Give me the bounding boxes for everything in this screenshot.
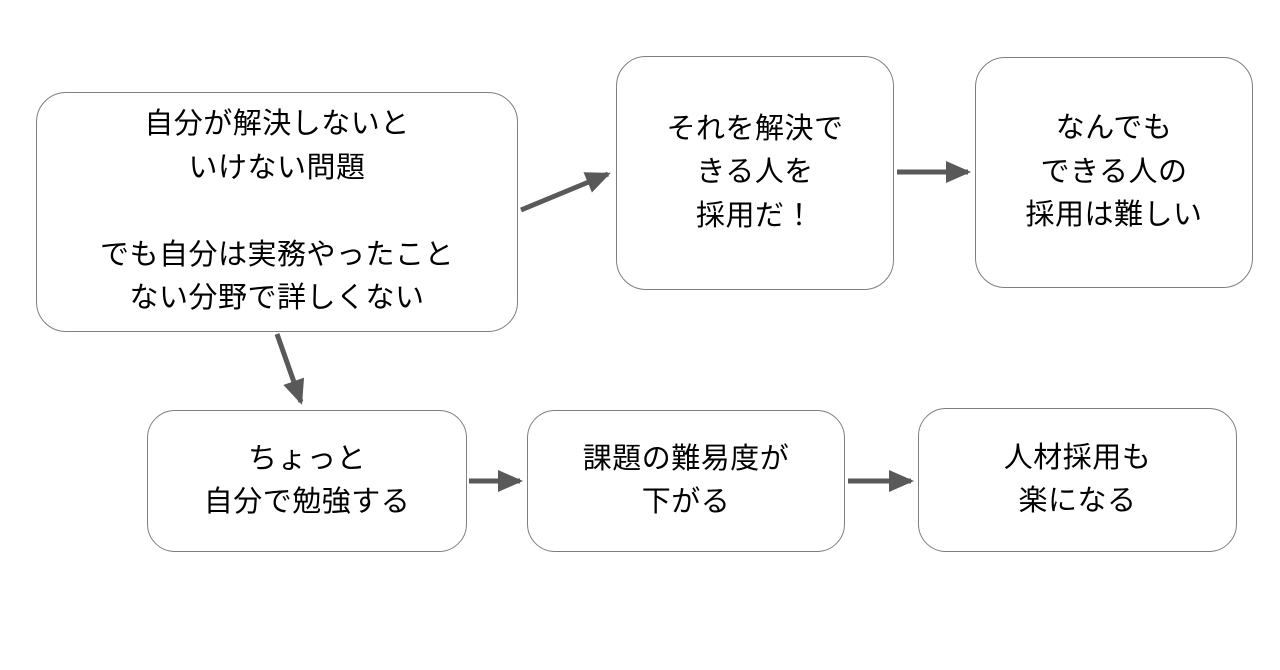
node-hiring-hard: なんでも できる人の 採用は難しい: [975, 57, 1253, 288]
node-hiring-hard-label: なんでも できる人の 採用は難しい: [1025, 112, 1203, 232]
node-problem-label: 自分が解決しないと いけない問題 でも自分は実務やったこと ない分野で詳しくない: [99, 108, 454, 315]
node-self-study: ちょっと 自分で勉強する: [147, 410, 467, 552]
arrow-problem-to-self-study: [274, 333, 305, 405]
node-recruit-easier: 人材採用も 楽になる: [918, 408, 1237, 552]
node-difficulty-lower: 課題の難易度が 下がる: [527, 410, 845, 552]
node-problem: 自分が解決しないと いけない問題 でも自分は実務やったこと ない分野で詳しくない: [36, 92, 518, 332]
arrow-problem-to-hire-solver: [520, 171, 611, 213]
node-recruit-easier-label: 人材採用も 楽になる: [1003, 441, 1152, 518]
node-hire-solver-label: それを解決で きる人を 採用だ！: [666, 112, 844, 232]
node-difficulty-lower-label: 課題の難易度が 下がる: [582, 442, 790, 519]
node-hire-solver: それを解決で きる人を 採用だ！: [616, 56, 894, 290]
node-self-study-label: ちょっと 自分で勉強する: [203, 442, 411, 519]
